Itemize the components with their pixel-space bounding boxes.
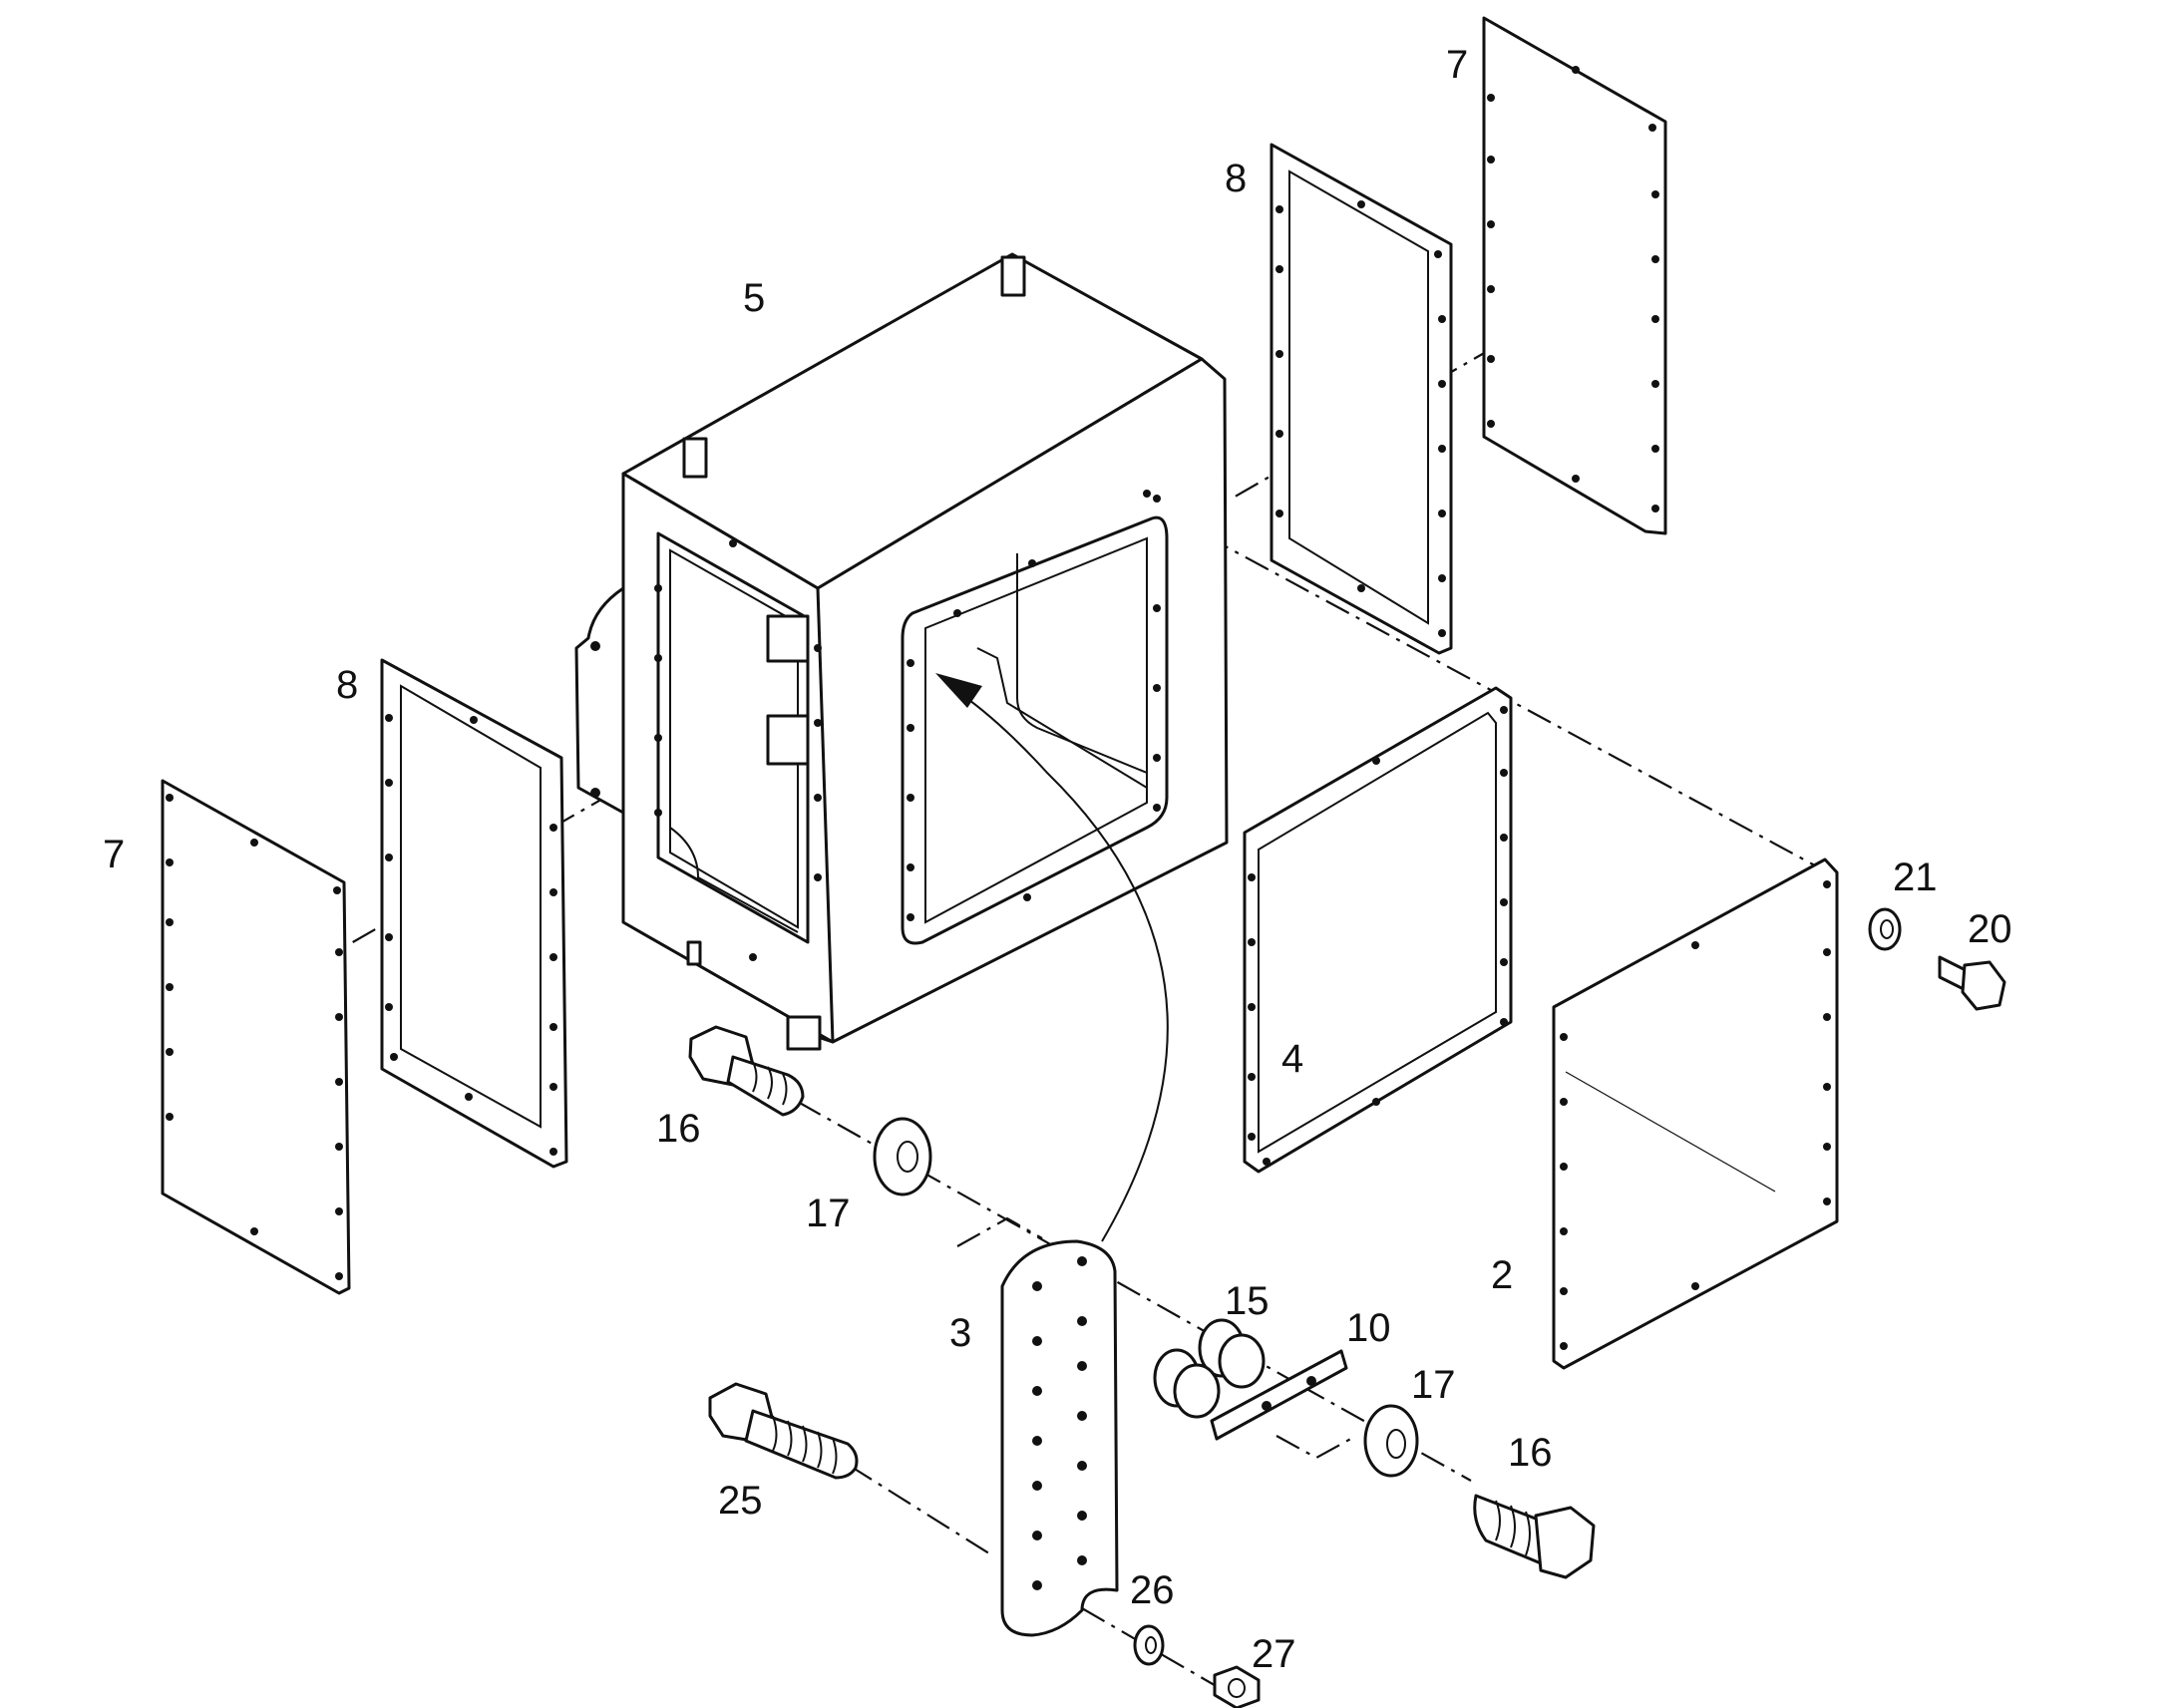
part-16-bolt-left — [688, 1025, 805, 1117]
callout-2: 2 — [1491, 1253, 1513, 1297]
callout-17-left: 17 — [806, 1192, 851, 1235]
part-7-cover-top — [1482, 16, 1667, 535]
callout-20: 20 — [1968, 907, 2012, 951]
callout-26: 26 — [1130, 1568, 1175, 1612]
callout-4: 4 — [1281, 1037, 1303, 1081]
callout-27: 27 — [1252, 1632, 1296, 1676]
part-17-washer-right — [1363, 1404, 1419, 1478]
part-10-strap-plate — [1210, 1349, 1348, 1441]
callout-5: 5 — [743, 276, 765, 320]
part-4-gasket-right — [1243, 686, 1513, 1174]
callout-17-right: 17 — [1411, 1363, 1456, 1407]
callout-16-right: 16 — [1508, 1431, 1553, 1475]
part-20-bolt — [1938, 955, 2006, 1011]
part-21-washer — [1868, 907, 1902, 951]
callout-8-left: 8 — [336, 663, 358, 707]
callout-16-left: 16 — [656, 1107, 701, 1151]
callout-10: 10 — [1346, 1306, 1391, 1350]
part-25-long-bolt — [708, 1382, 859, 1480]
callout-8-top: 8 — [1225, 157, 1247, 200]
part-26-washer — [1133, 1624, 1165, 1666]
part-2-cover-right — [1552, 857, 1839, 1370]
callout-21: 21 — [1893, 855, 1938, 899]
callout-labels: 5 7 8 8 7 4 21 20 2 16 17 3 15 10 17 16 … — [103, 43, 2012, 1676]
part-3-bracket — [1000, 1239, 1119, 1637]
callout-7-left: 7 — [103, 833, 125, 876]
part-17-washer-left — [873, 1117, 932, 1196]
part-8-gasket-top — [1270, 143, 1453, 655]
part-5-housing — [574, 252, 1229, 1242]
callout-7-top: 7 — [1446, 43, 1468, 87]
part-16-bolt-right — [1473, 1494, 1596, 1579]
callout-25: 25 — [718, 1479, 763, 1523]
part-27-nut — [1213, 1665, 1261, 1708]
callout-3: 3 — [949, 1311, 971, 1355]
callout-15: 15 — [1225, 1279, 1270, 1323]
part-15-rubber-mounts — [1153, 1318, 1266, 1419]
part-8-gasket-left — [380, 658, 568, 1169]
part-7-cover-left — [161, 779, 351, 1295]
